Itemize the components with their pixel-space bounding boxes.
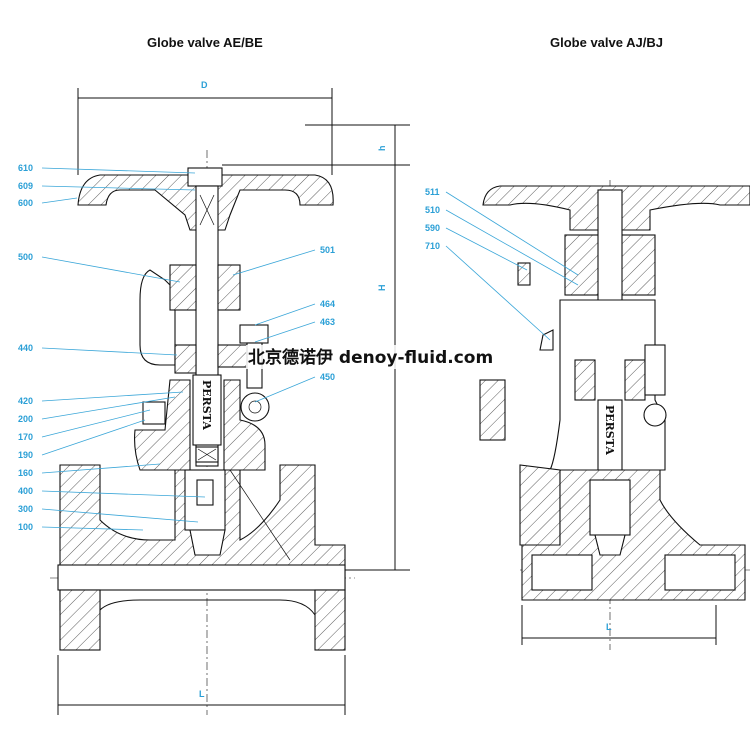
part-labels: 610 609 600 500 440 420 200 170 190 160 400 300 100 5… xyxy=(18,163,440,532)
seat xyxy=(189,529,226,556)
part-label-600: 600 xyxy=(18,198,33,208)
leader-line xyxy=(41,526,144,531)
part-label-464: 464 xyxy=(320,299,335,309)
valve-aj-bj: PERSTA L xyxy=(479,180,750,650)
leader-line xyxy=(254,321,316,343)
gland-bolt-detail xyxy=(479,379,506,441)
part-label-463: 463 xyxy=(320,317,335,327)
part-label-609: 609 xyxy=(18,181,33,191)
valve-ae-be: PERSTA D h H L xyxy=(50,80,410,715)
leader-line xyxy=(41,347,178,356)
leader-line xyxy=(41,490,206,498)
leader-line xyxy=(445,191,579,276)
flange-right-bottom xyxy=(314,589,346,651)
leader-lines xyxy=(41,167,579,531)
leader-line xyxy=(445,227,528,271)
leader-line xyxy=(41,256,181,283)
leader-line xyxy=(41,167,196,174)
part-label-440: 440 xyxy=(18,343,33,353)
leader-line xyxy=(445,209,579,286)
leader-line xyxy=(41,197,78,204)
leader-line xyxy=(445,245,551,341)
leader-line xyxy=(41,463,161,474)
handwheel-nut xyxy=(187,167,223,187)
part-label-200: 200 xyxy=(18,414,33,424)
part-label-610: 610 xyxy=(18,163,33,173)
leader-line xyxy=(41,391,184,402)
dim-D: D xyxy=(201,80,208,90)
part-label-510: 510 xyxy=(425,205,440,215)
dim-L-right: L xyxy=(606,622,612,632)
title-left: Globe valve AE/BE xyxy=(147,35,263,50)
leader-line xyxy=(41,508,199,523)
stem-marking-plate xyxy=(192,374,222,446)
part-label-400: 400 xyxy=(18,486,33,496)
part-label-500: 500 xyxy=(18,252,33,262)
yoke-arm xyxy=(139,269,176,366)
socket-left xyxy=(531,554,593,591)
bonnet-right xyxy=(223,379,266,471)
leader-line xyxy=(41,185,196,191)
dim-H: H xyxy=(377,285,387,292)
part-label-190: 190 xyxy=(18,450,33,460)
flange-left-bottom xyxy=(59,589,101,651)
part-label-710: 710 xyxy=(425,241,440,251)
leader-line xyxy=(41,419,146,456)
leader-line xyxy=(41,396,176,420)
part-label-450: 450 xyxy=(320,372,335,382)
leader-line xyxy=(232,249,316,276)
stem-marking: PERSTA xyxy=(200,380,213,430)
socket-right xyxy=(664,554,736,591)
body-bore xyxy=(57,564,346,591)
part-label-300: 300 xyxy=(18,504,33,514)
lock-detail xyxy=(517,262,531,286)
leader-line xyxy=(254,376,316,403)
part-label-501: 501 xyxy=(320,245,335,255)
part-label-590: 590 xyxy=(425,223,440,233)
part-label-511: 511 xyxy=(425,187,440,197)
leader-line xyxy=(254,303,316,326)
part-label-420: 420 xyxy=(18,396,33,406)
part-label-100: 100 xyxy=(18,522,33,532)
dim-L-left: L xyxy=(199,689,205,699)
yoke-nut-right xyxy=(217,264,241,311)
part-label-160: 160 xyxy=(18,468,33,478)
leader-line xyxy=(41,409,151,438)
title-right: Globe valve AJ/BJ xyxy=(550,35,663,50)
dim-h: h xyxy=(377,146,387,152)
watermark: 北京德诺伊 denoy-fluid.com xyxy=(248,347,493,368)
yoke-nut-left xyxy=(169,264,197,311)
part-label-170: 170 xyxy=(18,432,33,442)
stem-marking-aj: PERSTA xyxy=(603,405,616,455)
bonnet-left xyxy=(134,379,191,471)
